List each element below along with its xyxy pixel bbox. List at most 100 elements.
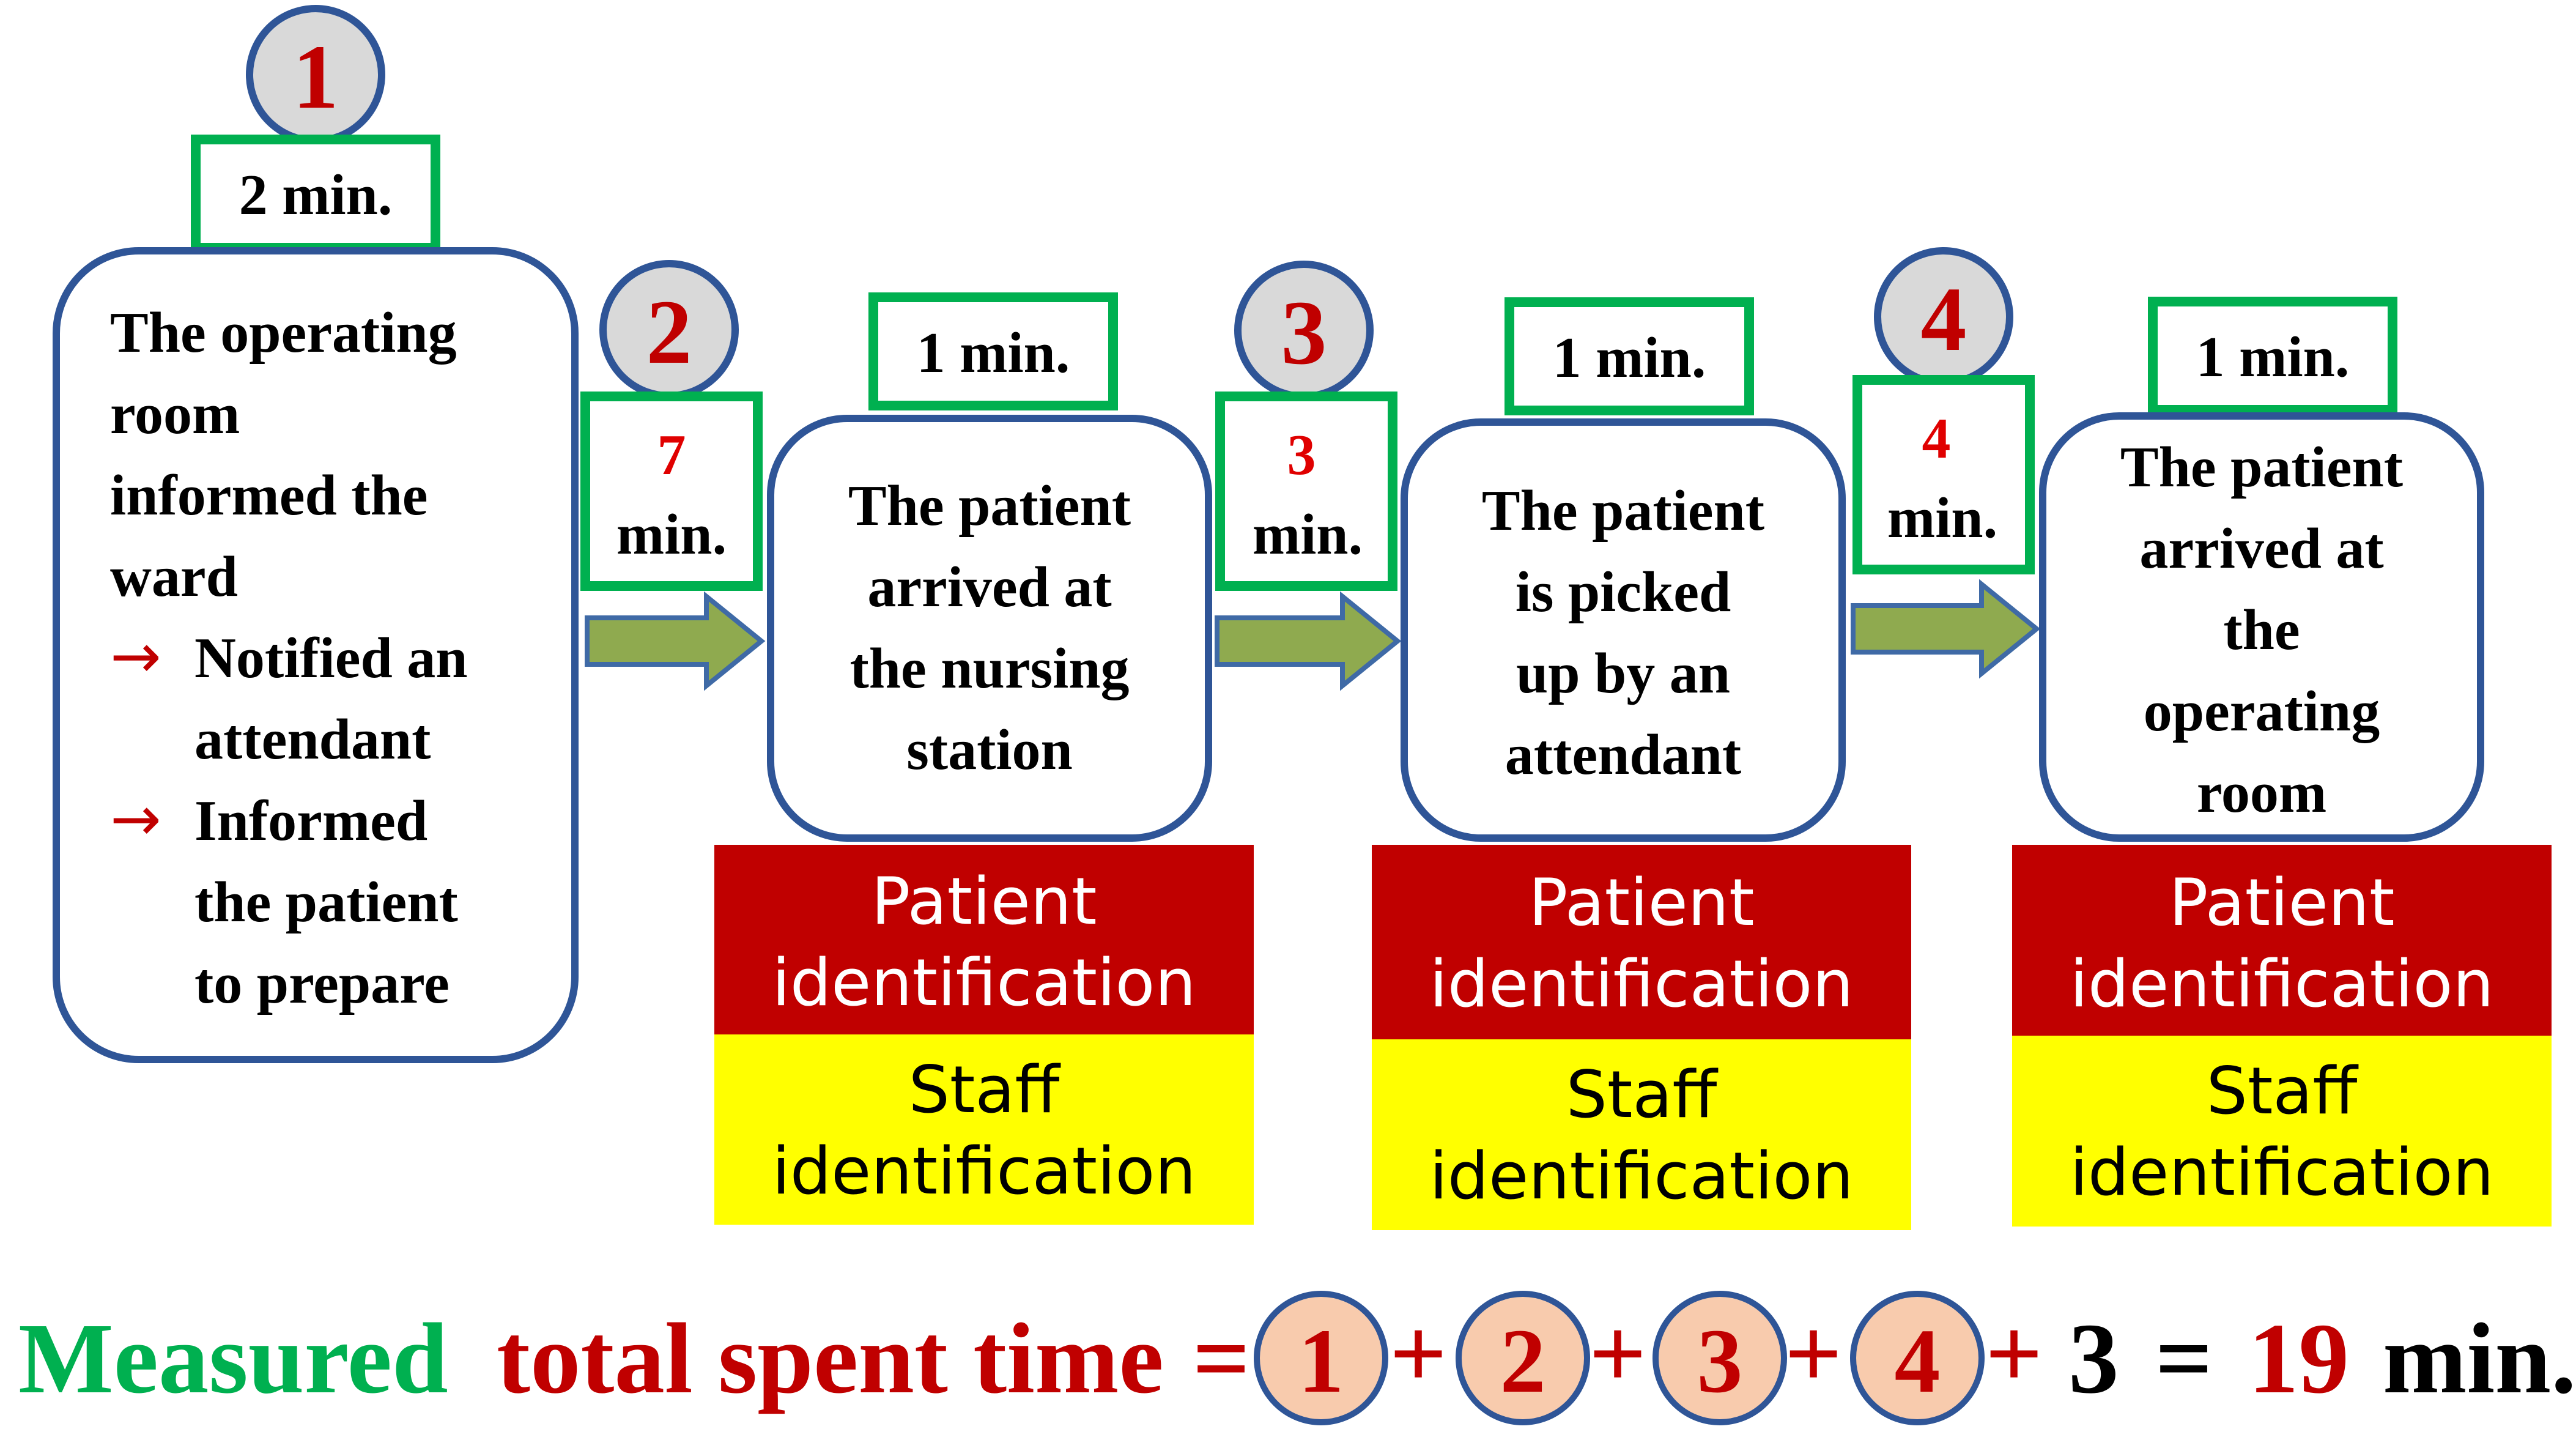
box-2-duration-box [868, 292, 1118, 410]
formula-unit: min. [2383, 1302, 2576, 1414]
step-4-interval-box [1852, 375, 2035, 574]
staff-identification-line-2: identification [2070, 1135, 2493, 1210]
formula-equals-sign-2: = [2155, 1302, 2213, 1414]
box-2-line-4: station [906, 718, 1073, 782]
box-2-line-2: arrived at [867, 555, 1111, 619]
step-2-interval-box [580, 392, 763, 591]
box-3-line-3: up by an [1516, 642, 1730, 705]
box-2-line-1: The patient [848, 474, 1131, 538]
box-4-duration: 1 min. [2148, 297, 2397, 415]
staff-identification-block [1372, 1039, 1911, 1230]
patient-identification-block [1372, 845, 1911, 1039]
step-2-interval-value: 7 [657, 423, 686, 487]
formula-plus-sign: + [1390, 1297, 1447, 1409]
staff-identification-line-2: identification [1429, 1138, 1853, 1214]
formula-term-4: 4 [1895, 1310, 1941, 1412]
step-1-duration-box [191, 135, 440, 253]
box-4-line-4: operating [2144, 680, 2380, 743]
formula-constant: 3 [2068, 1302, 2119, 1414]
total-time-formula: Measured total spent time = 1 + 2 + 3 + … [18, 1291, 2576, 1425]
box-patient-picked-up-by-attendant: The patient is picked up by an attendant [1401, 418, 1846, 842]
step-1-marker: 1 [246, 5, 385, 144]
box-2-duration: 1 min. [868, 292, 1118, 410]
box-3-line-2: is picked [1516, 560, 1731, 624]
box-4-duration-box [2148, 297, 2397, 415]
box-4-line-3: the [2223, 598, 2300, 662]
identification-panel-2: Patient identification Staff identificat… [1372, 845, 1911, 1230]
box-1-line-2: room [110, 382, 240, 446]
bullet-2-line-1: Informed [194, 789, 427, 853]
box-1-frame [53, 247, 579, 1063]
patient-identification-line-1: Patient [1528, 865, 1754, 940]
box-patient-arrived-nursing-station: The patient arrived at the nursing stati… [767, 415, 1212, 842]
staff-identification-line-1: Staff [2207, 1053, 2359, 1129]
step-2-marker: 2 [599, 260, 739, 399]
formula-term-1-circle [1254, 1291, 1388, 1425]
formula-measured-label: Measured [18, 1302, 448, 1414]
box-4-duration-label: 1 min. [2196, 325, 2350, 389]
bullet-2-arrow-icon: → [110, 783, 161, 855]
box-3-line-4: attendant [1505, 723, 1741, 787]
staff-identification-block [2012, 1036, 2552, 1227]
step-3-interval-unit: min. [1253, 503, 1363, 566]
bullet-2-line-2: the patient [194, 870, 458, 934]
step-4-interval: 4 min. [1852, 375, 2035, 574]
formula-equals-sign: = [1193, 1302, 1250, 1414]
formula-plus-sign: + [1589, 1297, 1646, 1409]
formula-total-spent-time-label: total spent time [497, 1302, 1164, 1414]
patient-identification-block [714, 845, 1254, 1034]
box-1-line-3: informed the [110, 464, 428, 527]
box-1-line-4: ward [110, 545, 238, 609]
patient-identification-block [2012, 845, 2552, 1036]
identification-panel-3: Patient identification Staff identificat… [2012, 845, 2552, 1227]
arrow-right-icon [1215, 591, 1402, 691]
bullet-1-arrow-icon: → [110, 620, 161, 692]
formula-result: 19 [2248, 1302, 2349, 1414]
formula-term-2: 2 [1500, 1310, 1546, 1412]
box-3-duration: 1 min. [1505, 297, 1754, 415]
box-1-line-1: The operating [110, 301, 457, 365]
box-3-duration-label: 1 min. [1553, 326, 1706, 390]
box-2-duration-label: 1 min. [917, 321, 1070, 385]
step-1-duration: 2 min. [191, 135, 440, 253]
bullet-1-line-1: Notified an [194, 626, 468, 690]
arrow-right-icon [585, 591, 766, 691]
box-2-frame [767, 415, 1212, 842]
patient-identification-line-1: Patient [871, 864, 1097, 939]
patient-identification-line-2: identification [1429, 946, 1853, 1022]
staff-identification-block [714, 1034, 1254, 1225]
box-patient-arrived-operating-room: The patient arrived at the operating roo… [2039, 412, 2484, 842]
box-operating-room-informed-ward: The operating room informed the ward → N… [53, 247, 579, 1063]
step-4-interval-unit: min. [1887, 486, 1997, 550]
box-3-line-1: The patient [1482, 479, 1764, 543]
bullet-1-line-2: attendant [194, 708, 431, 771]
step-1-duration-label: 2 min. [239, 163, 393, 227]
step-4-marker: 4 [1874, 247, 2013, 387]
patient-identification-line-2: identification [772, 945, 1196, 1020]
patient-identification-line-1: Patient [2169, 865, 2394, 940]
box-2-line-3: the nursing [849, 637, 1129, 700]
step-1-number: 1 [293, 26, 339, 128]
formula-term-1: 1 [1298, 1310, 1344, 1412]
formula-term-3: 3 [1697, 1310, 1743, 1412]
staff-identification-line-1: Staff [909, 1052, 1062, 1127]
bullet-2-line-3: to prepare [194, 952, 450, 1015]
box-3-duration-box [1505, 297, 1754, 415]
staff-identification-line-1: Staff [1566, 1057, 1719, 1132]
patient-identification-line-2: identification [2070, 946, 2493, 1022]
identification-panel-1: Patient identification Staff identificat… [714, 845, 1254, 1225]
formula-term-2-circle [1456, 1291, 1590, 1425]
box-3-frame [1401, 418, 1846, 842]
formula-term-3-circle [1653, 1291, 1787, 1425]
box-4-line-5: room [2197, 761, 2326, 825]
formula-term-4-circle [1850, 1291, 1985, 1425]
step-3-marker: 3 [1234, 261, 1374, 400]
step-3-interval-value: 3 [1287, 423, 1316, 487]
step-3-interval: 3 min. [1215, 392, 1397, 591]
step-4-interval-value: 4 [1922, 407, 1951, 470]
step-4-number: 4 [1921, 269, 1967, 370]
formula-plus-sign: + [1785, 1297, 1842, 1409]
formula-plus-sign: + [1985, 1297, 2043, 1409]
